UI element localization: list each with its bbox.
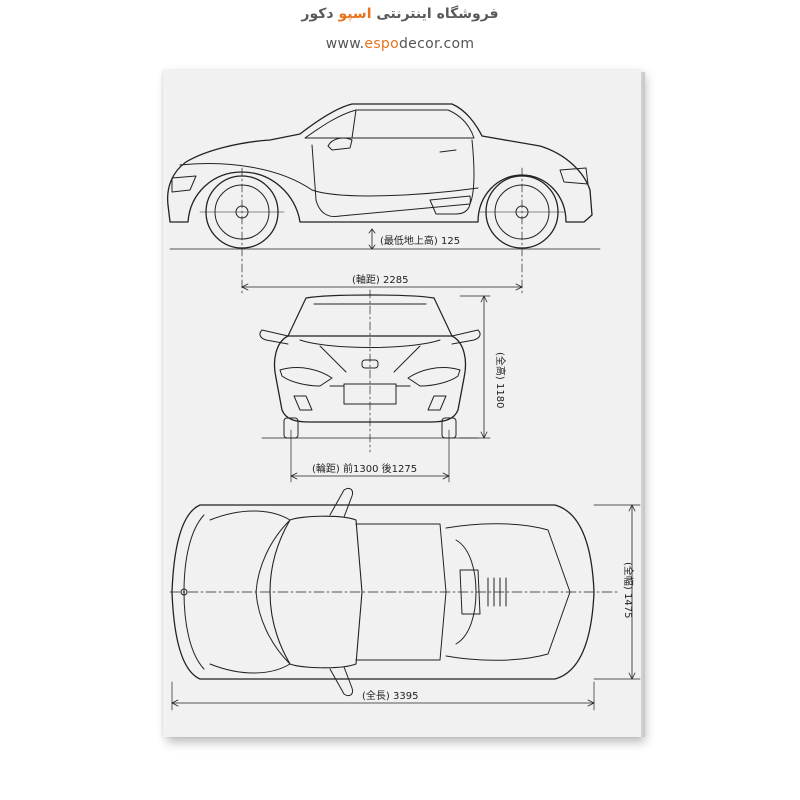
track-label: (輪距) 前1300 後1275: [312, 462, 417, 475]
width-label: (全幅) 1475: [622, 562, 635, 618]
height-label: (全高) 1180: [494, 352, 507, 408]
ground-clearance-label: (最低地上高) 125: [380, 234, 460, 247]
front-view: [260, 290, 490, 482]
length-label: (全長) 3395: [362, 689, 418, 702]
side-view: [168, 104, 600, 294]
wheelbase-label: (軸距) 2285: [352, 273, 408, 286]
top-view: [170, 488, 640, 710]
